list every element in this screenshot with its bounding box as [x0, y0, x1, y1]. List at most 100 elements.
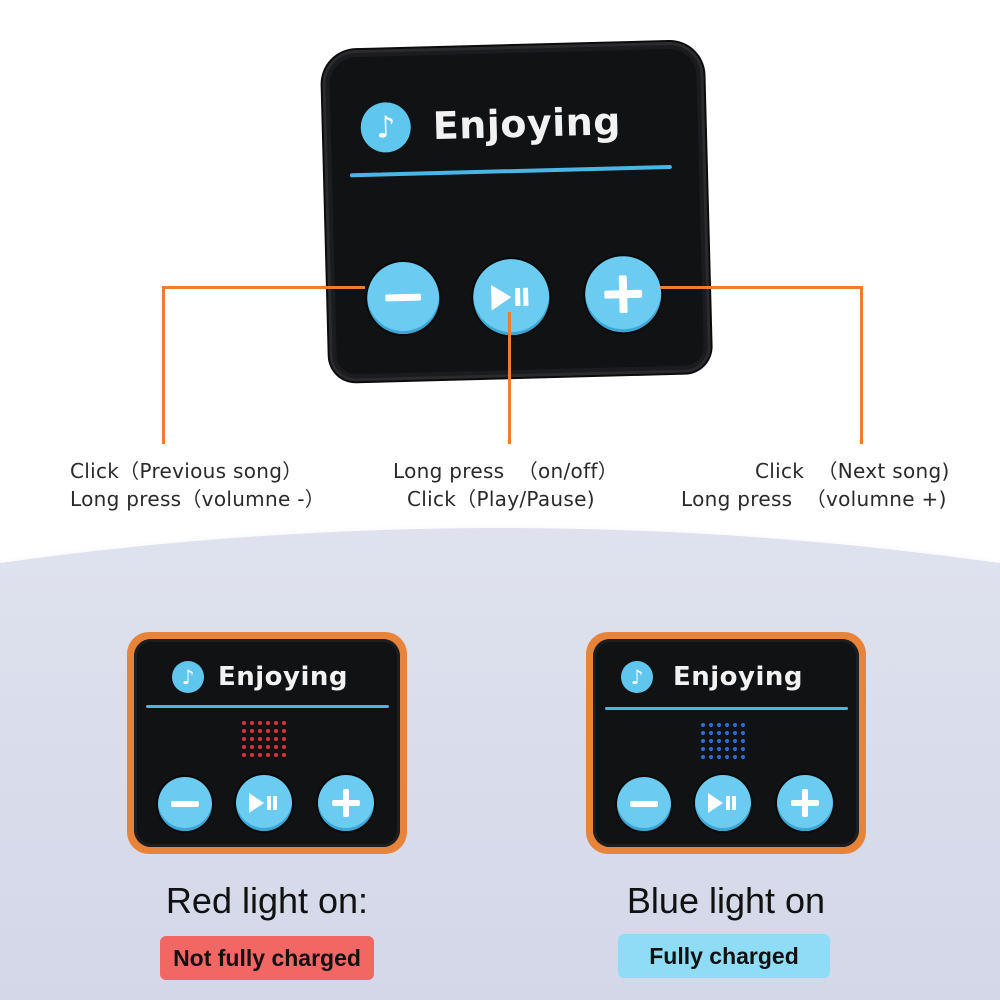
music-note-icon: ♪ [621, 661, 653, 693]
callout-line-play [508, 312, 511, 444]
plus-icon [604, 275, 643, 314]
patch-divider [605, 707, 848, 710]
led-dot [282, 721, 286, 725]
led-dot [266, 737, 270, 741]
fully-charged-badge: Fully charged [618, 934, 830, 978]
led-dot [242, 729, 246, 733]
led-dot [250, 729, 254, 733]
play-pause-icon [490, 284, 529, 311]
led-dot [250, 745, 254, 749]
led-dot [741, 731, 745, 735]
music-note-icon: ♪ [360, 101, 412, 154]
led-dot [258, 753, 262, 757]
volume-up-button [777, 775, 833, 831]
led-dot [717, 755, 721, 759]
plus-icon [791, 789, 819, 817]
led-dot [701, 731, 705, 735]
led-dot [258, 745, 262, 749]
patch-divider [349, 164, 672, 178]
led-dot [725, 755, 729, 759]
play-pause-button [695, 775, 751, 831]
callout-line-plus-horizontal [660, 286, 863, 289]
play-click-label: Click（Play/Pause) [407, 487, 595, 511]
led-dot [725, 739, 729, 743]
led-dot [741, 723, 745, 727]
led-dot [717, 723, 721, 727]
minus-icon [385, 293, 422, 302]
play-pause-button [236, 775, 292, 831]
led-dot [717, 739, 721, 743]
red-light-caption: Red light on: [165, 880, 369, 921]
led-dot [242, 737, 246, 741]
led-dot [701, 755, 705, 759]
led-dot [741, 747, 745, 751]
led-dot [725, 731, 729, 735]
callout-line-plus-vertical [860, 286, 863, 444]
minus-icon [630, 801, 658, 807]
led-dot [266, 729, 270, 733]
play-pause-icon [249, 793, 277, 813]
play-pause-button[interactable] [472, 258, 551, 337]
led-dot [274, 721, 278, 725]
callout-line-minus-vertical [162, 286, 165, 444]
led-dot [282, 753, 286, 757]
patch-title: Enjoying [432, 99, 622, 149]
led-dot [282, 737, 286, 741]
patch-divider [146, 705, 389, 708]
plus-icon [332, 789, 360, 817]
led-dot [701, 747, 705, 751]
led-dot [709, 731, 713, 735]
plus-click-label: Click （Next song) [755, 459, 950, 483]
blue-light-patch: ♪ Enjoying [586, 632, 866, 854]
led-dot [266, 753, 270, 757]
minus-longpress-label: Long press（volumne -） [70, 487, 326, 511]
led-dot [709, 739, 713, 743]
patch-header: ♪ Enjoying [172, 661, 348, 693]
led-dot [733, 731, 737, 735]
led-dot [717, 731, 721, 735]
led-dot [733, 755, 737, 759]
led-dot [274, 729, 278, 733]
led-dot [242, 721, 246, 725]
red-light-patch: ♪ Enjoying [127, 632, 407, 854]
blue-led-grid [701, 723, 749, 765]
led-dot [709, 723, 713, 727]
led-dot [258, 737, 262, 741]
volume-down-button [617, 777, 671, 831]
led-dot [709, 747, 713, 751]
led-dot [242, 745, 246, 749]
led-dot [258, 721, 262, 725]
callout-line-minus-horizontal [162, 286, 365, 289]
play-longpress-label: Long press （on/off） [393, 459, 619, 483]
patch-header: ♪ Enjoying [360, 96, 622, 154]
volume-down-button[interactable] [366, 261, 441, 335]
red-led-grid [242, 721, 290, 763]
blue-light-caption: Blue light on [626, 880, 826, 921]
volume-down-button [158, 777, 212, 831]
led-dot [725, 723, 729, 727]
led-dot [266, 721, 270, 725]
music-note-icon: ♪ [172, 661, 204, 693]
plus-longpress-label: Long press （volumne +) [681, 487, 947, 511]
led-dot [741, 755, 745, 759]
volume-up-button [318, 775, 374, 831]
patch-header: ♪ Enjoying [621, 661, 803, 693]
led-dot [701, 739, 705, 743]
minus-click-label: Click（Previous song） [70, 459, 303, 483]
led-dot [282, 729, 286, 733]
control-patch: ♪ Enjoying [321, 41, 712, 382]
led-dot [250, 753, 254, 757]
led-dot [733, 747, 737, 751]
led-dot [274, 753, 278, 757]
not-charged-badge: Not fully charged [160, 936, 374, 980]
led-dot [274, 737, 278, 741]
led-dot [717, 747, 721, 751]
patch-title: Enjoying [673, 662, 804, 692]
volume-up-button[interactable] [584, 255, 663, 334]
led-dot [733, 739, 737, 743]
play-pause-icon [708, 793, 736, 813]
led-dot [733, 723, 737, 727]
minus-icon [171, 801, 199, 807]
led-dot [274, 745, 278, 749]
led-dot [250, 737, 254, 741]
